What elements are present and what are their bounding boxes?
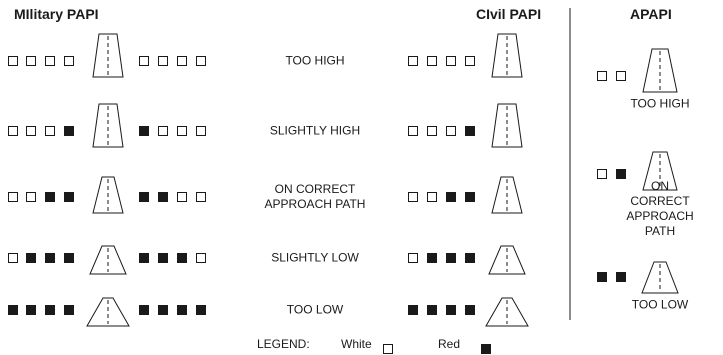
civil-light — [465, 253, 475, 263]
apapi-indication-label: ON CORRECT APPROACH PATH — [626, 179, 694, 238]
civil-light — [408, 253, 418, 263]
military-runway-symbol — [92, 103, 124, 148]
civil-light — [408, 56, 418, 66]
military-light — [177, 126, 187, 136]
legend-white-swatch — [383, 344, 393, 354]
military-light — [64, 305, 74, 315]
legend-white-label: White — [341, 337, 372, 351]
apapi-header: APAPI — [630, 6, 672, 22]
civil-light — [427, 192, 437, 202]
apapi-light — [616, 169, 626, 179]
civil-light — [465, 126, 475, 136]
military-light — [139, 126, 149, 136]
military-light — [196, 126, 206, 136]
civil-light — [446, 192, 456, 202]
military-runway-symbol — [89, 245, 127, 275]
military-light — [158, 253, 168, 263]
military-light — [177, 192, 187, 202]
military-light — [64, 253, 74, 263]
civil-runway-symbol — [491, 103, 523, 148]
apapi-runway-symbol — [641, 261, 679, 294]
civil-runway-symbol — [491, 176, 523, 214]
apapi-light — [597, 71, 607, 81]
civil-runway-symbol — [491, 33, 523, 78]
civil-light — [446, 56, 456, 66]
military-light — [64, 192, 74, 202]
military-light — [139, 253, 149, 263]
military-light — [64, 126, 74, 136]
apapi-runway-symbol — [642, 151, 678, 191]
civil-light — [446, 305, 456, 315]
military-light — [158, 56, 168, 66]
civil-light — [408, 192, 418, 202]
civil-light — [465, 305, 475, 315]
civil-light — [427, 253, 437, 263]
military-light — [8, 305, 18, 315]
apapi-light — [597, 272, 607, 282]
military-light — [26, 305, 36, 315]
military-light — [26, 56, 36, 66]
military-light — [8, 56, 18, 66]
civil-light — [408, 305, 418, 315]
military-light — [45, 56, 55, 66]
military-light — [139, 56, 149, 66]
military-light — [45, 192, 55, 202]
military-light — [158, 192, 168, 202]
legend-title: LEGEND: — [257, 337, 310, 351]
civil-papi-header: CIvil PAPI — [476, 6, 542, 22]
military-light — [177, 253, 187, 263]
military-light — [158, 305, 168, 315]
indication-label: SLIGHTLY LOW — [271, 250, 359, 265]
military-light — [139, 305, 149, 315]
military-light — [45, 253, 55, 263]
apapi-indication-label: TOO HIGH — [630, 96, 690, 110]
military-light — [64, 56, 74, 66]
civil-light — [446, 253, 456, 263]
military-light — [196, 305, 206, 315]
indication-label: TOO LOW — [286, 302, 344, 317]
indication-label: TOO HIGH — [285, 53, 345, 68]
military-light — [196, 56, 206, 66]
military-light — [196, 253, 206, 263]
civil-runway-symbol — [485, 297, 529, 327]
military-light — [26, 126, 36, 136]
civil-light — [427, 126, 437, 136]
civil-light — [408, 126, 418, 136]
apapi-runway-symbol — [642, 48, 678, 93]
civil-light — [427, 305, 437, 315]
military-light — [139, 192, 149, 202]
military-runway-symbol — [92, 176, 124, 214]
military-runway-symbol — [86, 297, 130, 327]
apapi-light — [616, 71, 626, 81]
military-light — [177, 56, 187, 66]
military-light — [26, 253, 36, 263]
apapi-light — [616, 272, 626, 282]
legend-red-label: Red — [438, 337, 461, 351]
civil-light — [427, 56, 437, 66]
legend-red-swatch — [481, 344, 491, 354]
military-light — [8, 126, 18, 136]
military-light — [8, 192, 18, 202]
military-runway-symbol — [92, 33, 124, 78]
apapi-indication-label: TOO LOW — [631, 297, 689, 311]
civil-light — [465, 56, 475, 66]
military-papi-header: MIlitary PAPI — [14, 6, 99, 22]
civil-light — [446, 126, 456, 136]
military-light — [158, 126, 168, 136]
indication-label: ON CORRECT APPROACH PATH — [264, 182, 366, 211]
military-light — [196, 192, 206, 202]
military-light — [45, 126, 55, 136]
military-light — [45, 305, 55, 315]
military-light — [26, 192, 36, 202]
apapi-light — [597, 169, 607, 179]
military-light — [177, 305, 187, 315]
indication-label: SLIGHTLY HIGH — [269, 123, 361, 138]
military-light — [8, 253, 18, 263]
civil-light — [465, 192, 475, 202]
civil-runway-symbol — [488, 245, 526, 275]
